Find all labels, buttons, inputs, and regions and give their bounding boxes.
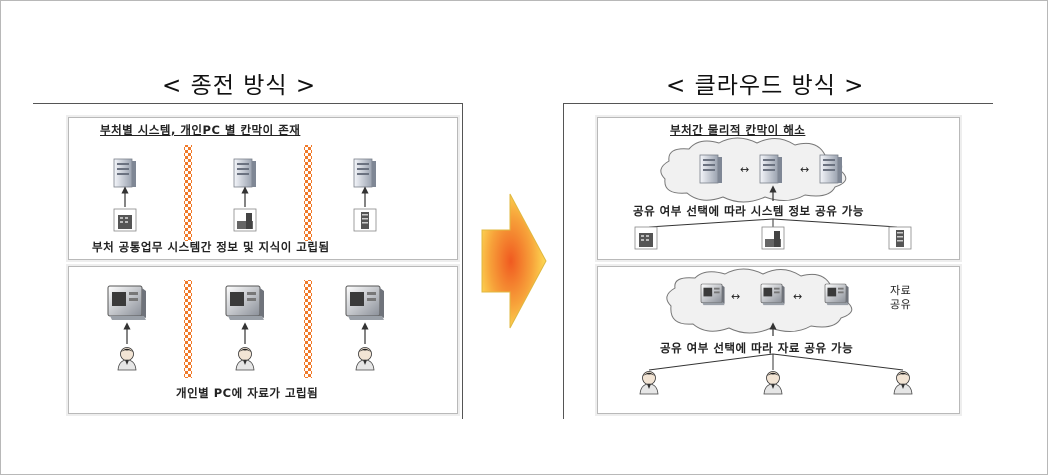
person-icon [763,371,783,395]
left-top-caption: 부처 공통업무 시스템간 정보 및 지식이 고립됨 [92,240,330,254]
server-icon [759,154,783,184]
cloud-icon [660,137,847,203]
left-bottom-diagram [107,280,385,378]
right-bottom-caption: 공유 여부 선택에 따라 자료 공유 가능 [660,341,854,355]
left-top-diagram [113,145,377,241]
left-top-panel [68,117,458,260]
server-icon [699,154,723,184]
pc-icon [824,283,849,306]
pc-icon [700,283,725,306]
right-title: < 클라우드 방식 > [666,73,865,99]
bidirectional-arrow-icon: ↔ [740,163,749,176]
left-section-border [462,103,463,419]
transition-arrow-icon [481,193,547,329]
building-icon [761,226,785,250]
left-title: < 종전 방식 > [162,73,317,99]
building-icon [634,226,658,250]
building-icon [888,226,912,250]
bidirectional-arrow-icon: ↔ [731,290,740,303]
left-top-heading: 부처별 시스템, 개인PC 별 칸막이 존재 [100,123,301,137]
pc-icon [760,283,785,306]
right-bottom-diagram: ↔ ↔ [639,268,913,395]
bidirectional-arrow-icon: ↔ [800,163,809,176]
bidirectional-arrow-icon: ↔ [793,290,802,303]
server-icon [113,158,137,188]
left-bottom-caption: 개인별 PC에 자료가 고립됨 [176,386,319,400]
pc-icon [107,285,147,321]
person-icon [117,347,137,371]
barrier-1 [184,145,192,241]
pc-icon [225,285,265,321]
right-top-caption: 공유 여부 선택에 따라 시스템 정보 공유 가능 [633,204,864,218]
person-icon [355,347,375,371]
share-label-1: 자료 [890,284,912,297]
person-icon [893,371,913,395]
server-icon [233,158,257,188]
server-icon [353,158,377,188]
right-top-diagram: ↔ ↔ [634,137,912,250]
building-icon [353,208,377,232]
person-icon [639,371,659,395]
cloud-icon [666,268,853,334]
right-top-heading: 부처간 물리적 칸막이 해소 [670,123,806,137]
pc-icon [345,285,385,321]
right-title-underline [563,103,993,104]
barrier-2 [304,145,312,241]
barrier-4 [304,280,312,378]
building-icon [233,208,257,232]
person-icon [235,347,255,371]
share-label-2: 공유 [890,298,912,311]
left-title-underline [33,103,463,104]
building-icon [113,208,137,232]
barrier-3 [184,280,192,378]
server-icon [819,154,843,184]
right-section-border [563,103,564,419]
